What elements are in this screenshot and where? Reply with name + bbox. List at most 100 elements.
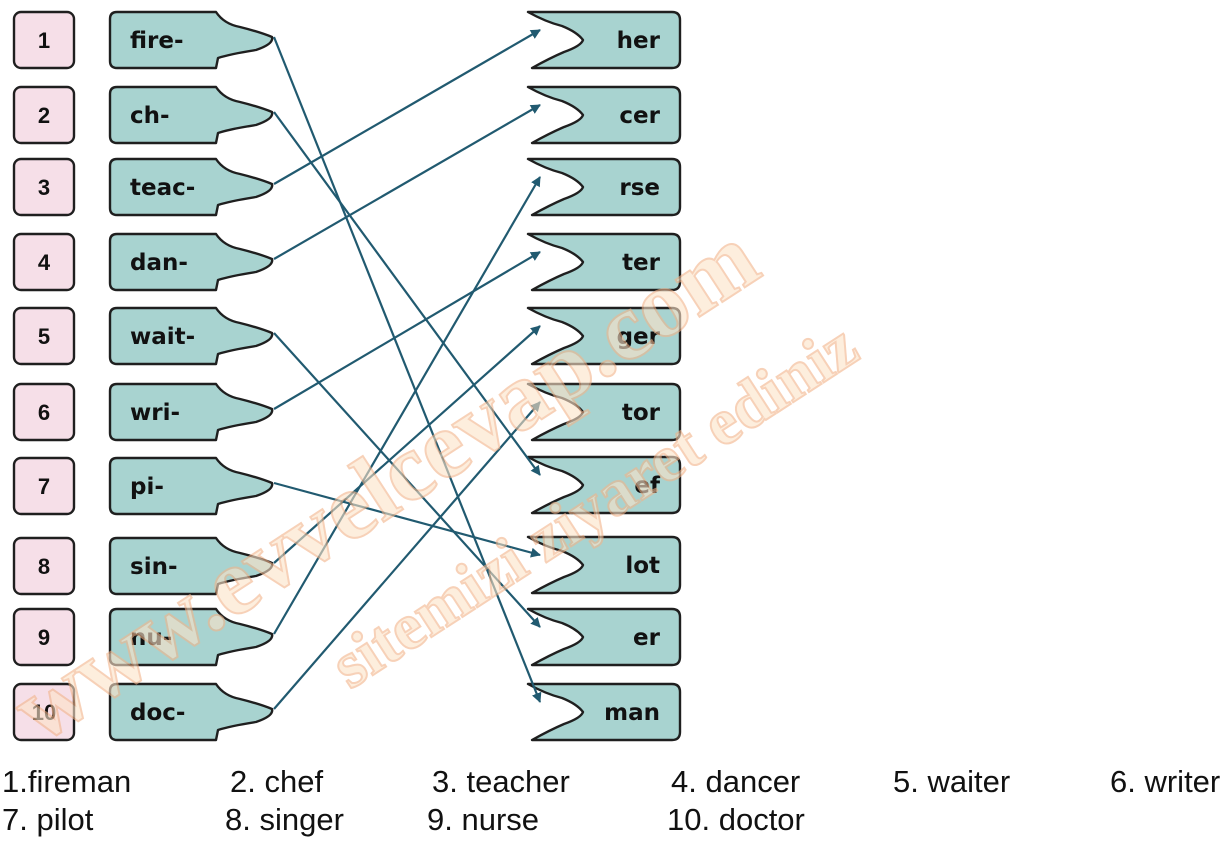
word-beginning-piece: wri- (108, 382, 274, 442)
beginning-shape (108, 456, 274, 516)
number-item: 10 (12, 682, 76, 742)
number-label: 8 (38, 554, 50, 579)
word-endings-column: her cer rse ter ger tor ef lot er man (526, 10, 682, 742)
connection-arrows (272, 29, 542, 710)
beginning-label: wri- (130, 400, 180, 426)
number-item: 9 (12, 607, 76, 667)
beginning-shape (108, 607, 274, 667)
word-beginning-piece: wait- (108, 306, 274, 366)
matching-diagram: 1 2 3 4 5 6 7 8 9 10 fire-ch-teac-dan-wait-wri-pi… (0, 10, 872, 760)
beginning-label: nu- (130, 625, 172, 651)
number-box (12, 306, 76, 366)
number-column: 1 2 3 4 5 6 7 8 9 10 (12, 10, 76, 742)
word-ending-piece: ger (526, 306, 682, 366)
answer-5: 5. waiter (893, 764, 1011, 799)
number-box (12, 85, 76, 145)
answer-9: 9. nurse (427, 802, 540, 837)
beginning-label: pi- (130, 474, 164, 500)
beginning-shape (108, 306, 274, 366)
beginning-shape (108, 536, 274, 596)
ending-shape (526, 455, 682, 515)
answers-row-2: 7. pilot 8. singer 9. nurse 10. doctor (0, 802, 1231, 840)
word-ending-piece: ef (526, 455, 682, 515)
word-beginning-piece: nu- (108, 607, 274, 667)
number-label: 5 (38, 324, 50, 349)
number-item: 4 (12, 232, 76, 292)
word-beginning-piece: ch- (108, 85, 274, 145)
ending-shape (526, 306, 682, 366)
ending-shape (526, 232, 682, 292)
word-ending-piece: tor (526, 382, 682, 442)
beginning-label: fire- (130, 28, 184, 54)
number-box (12, 682, 76, 742)
number-label: 2 (38, 103, 50, 128)
word-beginnings-column: fire-ch-teac-dan-wait-wri-pi-sin-nu-doc- (108, 10, 274, 742)
answer-8: 8. singer (225, 802, 344, 837)
ending-shape (526, 10, 682, 70)
number-item: 3 (12, 157, 76, 217)
ending-label: her (617, 28, 661, 54)
ending-label: lot (625, 553, 660, 579)
word-beginning-piece: sin- (108, 536, 274, 596)
number-label: 9 (38, 625, 50, 650)
answer-10: 10. doctor (667, 802, 805, 837)
word-beginning-piece: doc- (108, 682, 274, 742)
arrow-doc-to-tor (273, 401, 541, 710)
number-item: 6 (12, 382, 76, 442)
number-label: 7 (38, 474, 50, 499)
number-item: 2 (12, 85, 76, 145)
number-label: 3 (38, 175, 50, 200)
ending-shape (526, 682, 682, 742)
beginning-shape (108, 382, 274, 442)
ending-shape (526, 535, 682, 595)
beginning-label: doc- (130, 700, 185, 726)
word-beginning-piece: teac- (108, 157, 274, 217)
ending-label: ger (617, 324, 661, 350)
word-ending-piece: her (526, 10, 682, 70)
ending-shape (526, 157, 682, 217)
ending-shape (526, 607, 682, 667)
beginning-shape (108, 232, 274, 292)
arrow-pi-to-lot (273, 481, 541, 558)
ending-label: ter (622, 250, 661, 276)
number-item: 5 (12, 306, 76, 366)
beginning-label: teac- (130, 175, 195, 201)
ending-label: rse (619, 175, 660, 201)
arrow-teac-to-her (273, 29, 541, 185)
arrow-fire-to-man (272, 36, 542, 703)
word-ending-piece: rse (526, 157, 682, 217)
word-ending-piece: er (526, 607, 682, 667)
word-ending-piece: lot (526, 535, 682, 595)
word-ending-piece: ter (526, 232, 682, 292)
beginning-shape (108, 682, 274, 742)
word-ending-piece: man (526, 682, 682, 742)
answers-row-1: 1.fireman 2. chef 3. teacher 4. dancer 5… (0, 764, 1231, 802)
ending-label: cer (619, 103, 660, 129)
ending-label: man (604, 700, 660, 726)
beginning-shape (108, 157, 274, 217)
word-ending-piece: cer (526, 85, 682, 145)
ending-label: tor (622, 400, 661, 426)
number-box (12, 232, 76, 292)
answer-3: 3. teacher (432, 764, 570, 799)
word-beginning-piece: fire- (108, 10, 274, 70)
arrow-nu-to-rse (273, 176, 541, 635)
arrow-sin-to-ger (273, 325, 541, 564)
answer-2: 2. chef (230, 764, 324, 799)
number-box (12, 456, 76, 516)
number-item: 7 (12, 456, 76, 516)
ending-label: ef (634, 473, 661, 499)
answer-4: 4. dancer (671, 764, 801, 799)
number-label: 10 (32, 700, 56, 725)
word-beginning-piece: dan- (108, 232, 274, 292)
number-item: 8 (12, 536, 76, 596)
answer-7: 7. pilot (2, 802, 94, 837)
number-box (12, 536, 76, 596)
number-box (12, 157, 76, 217)
number-box (12, 607, 76, 667)
number-item: 1 (12, 10, 76, 70)
beginning-label: wait- (130, 324, 195, 350)
number-box (12, 10, 76, 70)
number-label: 1 (38, 28, 50, 53)
ending-label: er (633, 625, 661, 651)
